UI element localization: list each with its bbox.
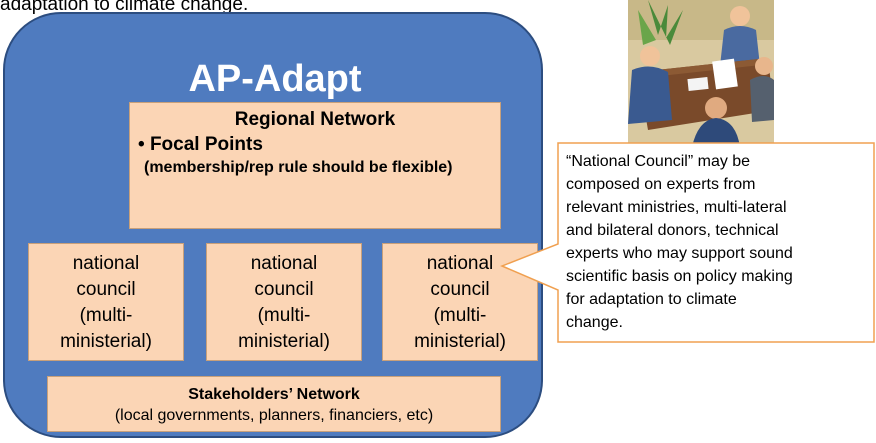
national-council-box: national council (multi- ministerial): [382, 243, 538, 361]
council-line: national: [250, 253, 318, 274]
regional-network-box: Regional Network • Focal Points (members…: [129, 102, 501, 229]
callout-line: scientific basis on policy making: [566, 268, 793, 285]
focal-points-bullet: • Focal Points: [138, 133, 492, 157]
meeting-clipart-icon: [628, 0, 774, 147]
council-line: council: [76, 279, 136, 300]
national-council-box: national council (multi- ministerial): [206, 243, 362, 361]
callout-line: “National Council” may be: [566, 153, 751, 170]
callout-line: for adaptation to climate: [566, 291, 737, 308]
top-text: adaptation to climate change.: [0, 0, 249, 15]
council-line: ministerial): [414, 331, 506, 352]
council-line: national: [426, 253, 494, 274]
callout-line: experts who may support sound: [566, 245, 793, 262]
ap-adapt-container: AP-Adapt Regional Network • Focal Points…: [3, 12, 543, 438]
council-line: national: [72, 253, 140, 274]
stakeholders-network-subtitle: (local governments, planners, financiers…: [114, 407, 434, 424]
callout-line: composed on experts from: [566, 176, 756, 193]
bullet-marker: •: [138, 134, 145, 155]
callout-line: change.: [566, 314, 623, 331]
stakeholders-network-title: Stakeholders’ Network: [188, 386, 360, 403]
callout-line: and bilateral donors, technical: [566, 222, 779, 239]
council-line: (multi-: [433, 305, 487, 326]
national-council-box: national council (multi- ministerial): [28, 243, 184, 361]
regional-network-title: Regional Network: [234, 109, 396, 130]
membership-note: (membership/rep rule should be flexible): [144, 159, 453, 176]
callout-text: “National Council” may be composed on ex…: [566, 150, 872, 334]
ap-adapt-title: AP-Adapt: [188, 58, 362, 100]
council-line: (multi-: [79, 305, 133, 326]
callout-line: relevant ministries, multi-lateral: [566, 199, 787, 216]
council-line: ministerial): [238, 331, 330, 352]
council-line: (multi-: [257, 305, 311, 326]
council-line: council: [254, 279, 314, 300]
council-line: council: [430, 279, 490, 300]
stakeholders-network-box: Stakeholders’ Network (local governments…: [47, 376, 501, 432]
council-line: ministerial): [60, 331, 152, 352]
focal-points-label: Focal Points: [149, 134, 263, 155]
